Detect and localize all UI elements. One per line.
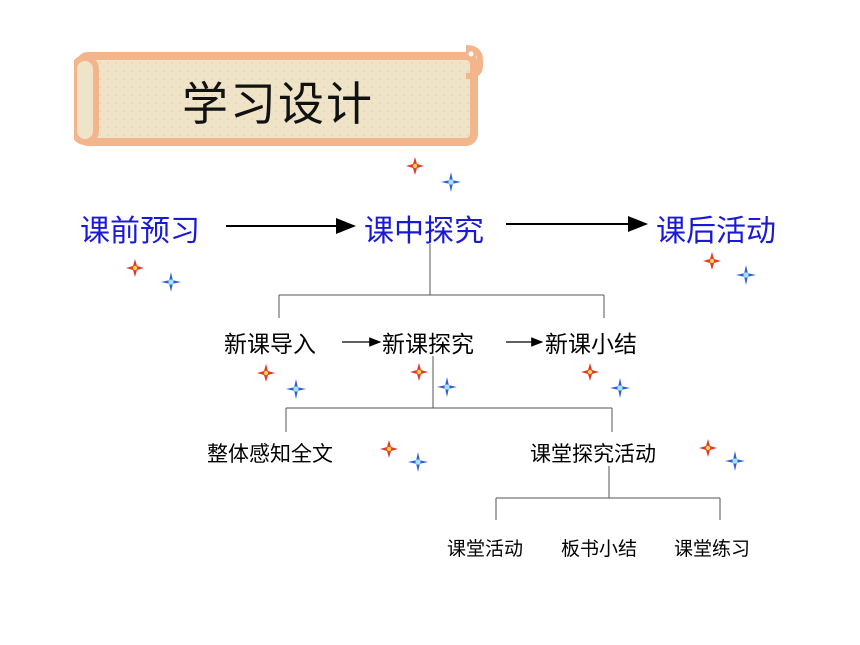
- title-scroll-banner: [74, 45, 483, 146]
- sparkle-icon: [126, 259, 144, 277]
- node-after-class-activity: 课后活动: [656, 214, 776, 249]
- sparkle-icon: [736, 265, 756, 285]
- sparkle-icon: [408, 452, 428, 472]
- sparkle-icon: [406, 157, 424, 175]
- sparkle-icon: [286, 379, 306, 399]
- sparkle-icon: [703, 252, 721, 270]
- node-classroom-exercise: 课堂练习: [674, 538, 751, 560]
- node-classroom-activity: 课堂活动: [447, 538, 524, 560]
- node-board-summary: 板书小结: [561, 538, 638, 560]
- sparkle-icon: [725, 451, 745, 471]
- sparkle-icon: [610, 378, 630, 398]
- node-classroom-exploration-activity: 课堂探究活动: [530, 442, 656, 466]
- node-new-lesson-intro: 新课导入: [224, 332, 316, 358]
- sparkle-icon: [380, 440, 398, 458]
- sparkle-icon: [581, 363, 599, 381]
- node-overall-perception: 整体感知全文: [207, 442, 333, 466]
- node-in-class-exploration: 课中探究: [364, 214, 484, 249]
- sparkle-icon: [410, 363, 428, 381]
- node-pre-class-preview: 课前预习: [80, 214, 200, 249]
- sparkle-icon: [161, 272, 181, 292]
- page-title: 学习设计: [182, 77, 374, 131]
- sparkle-icon: [257, 364, 275, 382]
- node-new-lesson-exploration: 新课探究: [382, 332, 474, 358]
- sparkle-icon: [699, 439, 717, 457]
- sparkle-icon: [437, 377, 457, 397]
- node-new-lesson-summary: 新课小结: [545, 332, 637, 358]
- sparkle-icon: [441, 172, 461, 192]
